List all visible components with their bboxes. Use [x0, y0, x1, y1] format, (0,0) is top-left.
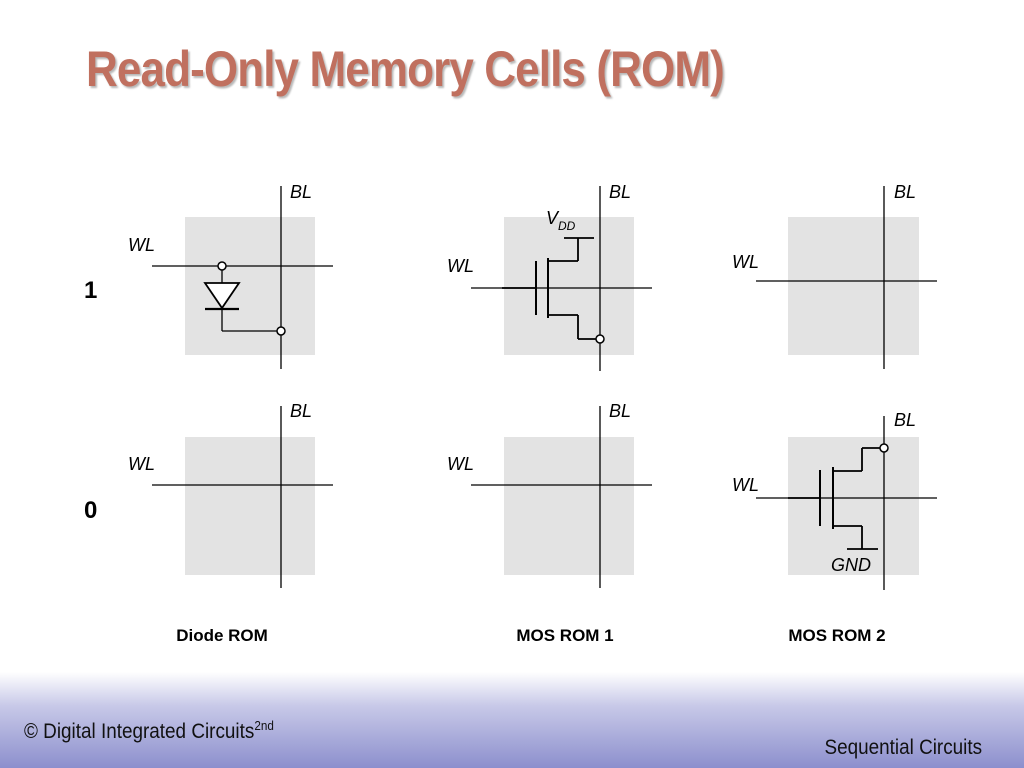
bl-label: BL — [609, 401, 631, 421]
diode-symbol — [203, 270, 277, 332]
cell-background — [504, 217, 634, 355]
cell-background — [185, 437, 315, 575]
footer-section-title: Sequential Circuits — [824, 736, 982, 759]
diode-rom-cell-1: BL WL — [128, 182, 333, 369]
mos-rom1-cell-0: BL WL — [447, 401, 652, 588]
wl-label: WL — [128, 235, 155, 255]
edition-superscript: 2nd — [254, 718, 274, 733]
footer-copyright: © Digital Integrated Circuits2nd — [24, 718, 274, 743]
cell-background — [788, 217, 919, 355]
gnd-label: GND — [831, 555, 871, 575]
cell-background — [504, 437, 634, 575]
cell-background — [185, 217, 315, 355]
wl-label: WL — [732, 475, 759, 495]
wl-label: WL — [732, 252, 759, 272]
cell-background — [788, 437, 919, 575]
column-label-mos-rom-2: MOS ROM 2 — [788, 626, 885, 645]
column-label-mos-rom-1: MOS ROM 1 — [516, 626, 613, 645]
row-label-1: 1 — [84, 277, 97, 304]
nmos-transistor — [788, 447, 880, 550]
diode-rom-cell-0: BL WL — [128, 401, 333, 588]
wordline-node — [217, 261, 227, 271]
vdd-label: VDD — [546, 208, 576, 233]
nmos-transistor — [502, 237, 596, 340]
bitline-node — [276, 326, 286, 336]
slide-title: Read-Only Memory Cells (ROM) — [86, 41, 725, 97]
bl-label: BL — [894, 182, 916, 202]
wl-label: WL — [447, 256, 474, 276]
footer-band — [0, 672, 1024, 768]
wl-label: WL — [128, 454, 155, 474]
mos-rom2-cell-1: BL WL — [732, 182, 937, 369]
mos-rom2-cell-0: BL WL GND — [732, 410, 937, 590]
bl-label: BL — [609, 182, 631, 202]
wl-label: WL — [447, 454, 474, 474]
bitline-node — [595, 334, 605, 344]
column-label-diode-rom: Diode ROM — [176, 626, 268, 645]
row-label-0: 0 — [84, 497, 97, 524]
bitline-node — [879, 443, 889, 453]
bl-label: BL — [290, 182, 312, 202]
bl-label: BL — [894, 410, 916, 430]
mos-rom1-cell-1: BL WL VDD — [447, 182, 652, 371]
bl-label: BL — [290, 401, 312, 421]
